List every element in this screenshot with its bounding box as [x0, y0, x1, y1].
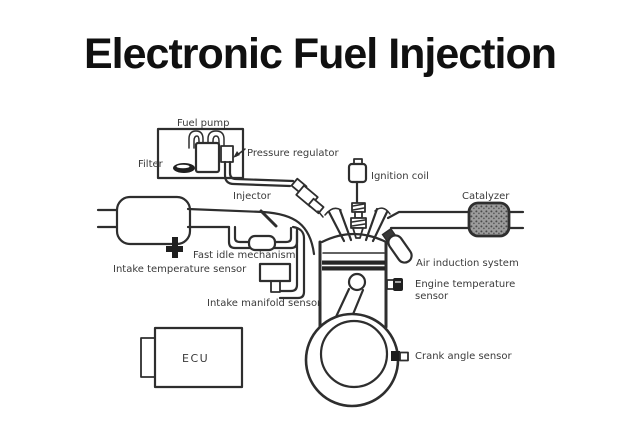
air-intake-tract [96, 195, 316, 256]
fuel-pump-label: Fuel pump [177, 118, 229, 129]
intake-temperature-sensor-icon [166, 237, 183, 258]
ignition-system [347, 158, 368, 239]
pressure-regulator-label: Pressure regulator [247, 148, 340, 159]
fuel-pump-body [194, 141, 221, 174]
catalyzer-body [467, 201, 511, 238]
fast-idle-mechanism [227, 225, 299, 252]
engine-block [318, 207, 391, 336]
injector [290, 177, 325, 218]
throttle-valve [259, 209, 278, 228]
air-cleaner-plenum [115, 195, 192, 246]
catalyzer-label: Catalyzer [462, 191, 510, 202]
pressure-regulator-body [220, 145, 234, 163]
ecu-box [153, 326, 244, 389]
cylinder-head-dome [320, 232, 388, 244]
engine-temperature-sensor-label-line1: Engine temperature [415, 279, 515, 290]
crankcase [304, 312, 409, 408]
ignition-coil-body [347, 162, 368, 184]
intake-temperature-sensor-label: Intake temperature sensor [113, 264, 247, 275]
intake-runner-trumpet [324, 207, 353, 243]
injector-label: Injector [233, 191, 272, 202]
air-induction-system-icon [381, 227, 413, 264]
exhaust-runner-trumpet [364, 207, 391, 243]
piston-ring-1 [322, 260, 385, 265]
fuel-system [156, 127, 325, 218]
piston-ring-2 [322, 266, 385, 271]
fast-idle-valve [247, 234, 277, 252]
crank-disc [319, 319, 389, 389]
engine-temperature-sensor-label-line2: sensor [415, 291, 449, 302]
spark-plug [350, 202, 367, 239]
crank-angle-sensor-label: Crank angle sensor [415, 351, 512, 362]
wrist-pin [347, 272, 367, 292]
exhaust-system [386, 201, 525, 238]
ecu-connector [140, 337, 156, 378]
page-title: Electronic Fuel Injection [84, 30, 557, 78]
fuel-loop-2 [207, 130, 225, 147]
filter-label: Filter [138, 159, 164, 170]
engine-temperature-sensor-icon [386, 278, 403, 291]
ecu-label: ECU [182, 352, 209, 365]
ignition-coil-label: Ignition coil [371, 171, 429, 182]
intake-manifold-sensor-assembly [258, 229, 306, 300]
crank-angle-sensor-icon [391, 351, 409, 362]
air-induction-system-label: Air induction system [416, 258, 519, 269]
ecu-unit: ECU [140, 326, 244, 389]
intake-manifold-sensor-label: Intake manifold sensor [207, 298, 322, 309]
fuel-line [228, 160, 295, 183]
intake-manifold-sensor-box [258, 262, 292, 283]
fast-idle-mechanism-label: Fast idle mechanism [193, 250, 295, 261]
fuel-loop-1 [188, 130, 204, 149]
